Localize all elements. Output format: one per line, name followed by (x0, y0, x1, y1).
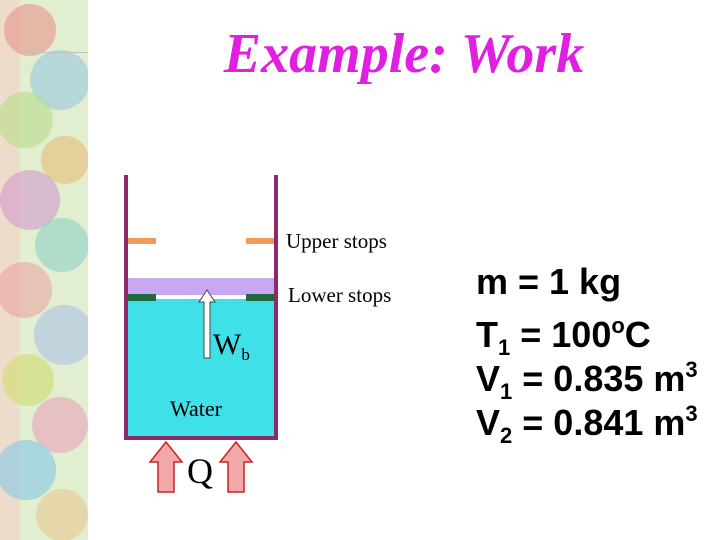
given-volume-1: V1 = 0.835 m3 (476, 357, 698, 404)
lower-stop-right (246, 294, 274, 301)
lower-stops-label: Lower stops (288, 283, 392, 307)
given-volume-2: V2 = 0.841 m3 (476, 401, 698, 448)
given-temperature: T1 = 100oC (476, 313, 651, 360)
upper-stops-label: Upper stops (286, 229, 387, 253)
heat-arrow-left (148, 440, 184, 493)
water-label: Water (170, 396, 222, 421)
water-region (128, 299, 274, 437)
given-values: m = 1 kg T1 = 100oC V1 = 0.835 m3 V2 = 0… (476, 260, 698, 448)
given-mass: m = 1 kg (476, 261, 622, 302)
boundary-work-label: Wb (213, 328, 250, 364)
upper-stop-left (128, 238, 156, 244)
piston (128, 278, 274, 295)
cylinder-bottom (124, 436, 278, 440)
heat-label: Q (187, 451, 213, 491)
work-symbol: W (213, 328, 242, 361)
upper-stop-right (246, 238, 274, 244)
cylinder-right-wall (274, 175, 278, 440)
decorative-side-strip (0, 0, 88, 540)
slide-title: Example: Work (223, 23, 585, 85)
work-subscript: b (241, 345, 250, 364)
title-rule (28, 52, 88, 53)
work-arrow (198, 289, 216, 359)
heat-arrow-right (218, 440, 254, 493)
cylinder-left-wall (124, 175, 128, 440)
lower-stop-left (128, 294, 156, 301)
